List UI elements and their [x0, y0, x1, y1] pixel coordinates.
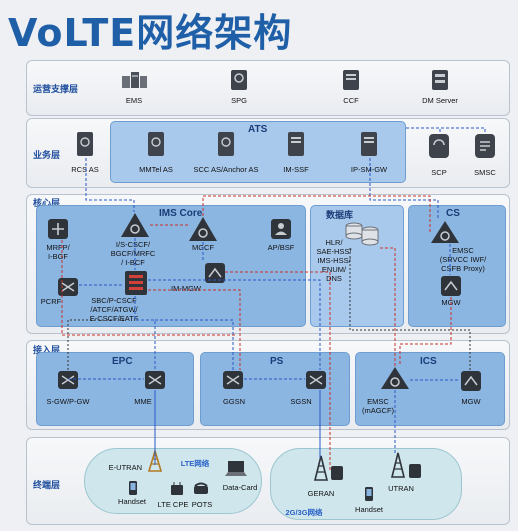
sbc-icon — [125, 271, 147, 295]
ip-sm-gw-label: IP-SM-GW — [350, 165, 388, 174]
mmtel-as-label: MMTel AS — [139, 165, 173, 174]
sgw-label: S-GW/P-GW — [46, 397, 90, 406]
im-ssf-label: IM-SSF — [283, 165, 309, 174]
page-title: VoLTE网络架构 — [8, 11, 293, 55]
ems-server-icon — [122, 72, 147, 88]
cscf-router-icon — [121, 213, 149, 237]
ps-box — [200, 352, 350, 426]
2g3g-net-label: 2G/3G网络 — [285, 508, 323, 517]
pots-label: POTS — [191, 500, 213, 509]
sgsn-label: SGSN — [290, 397, 312, 406]
cs-title: CS — [446, 208, 460, 219]
2g3g-network-cloud — [270, 448, 462, 520]
sgsn-icon — [306, 371, 326, 389]
scc-as-icon — [218, 132, 234, 156]
ops-node-spg: SPG — [231, 96, 247, 105]
database-title: 数据库 — [326, 210, 354, 220]
ops-node-ccf: CCF — [343, 96, 359, 105]
service-layer-label: 业务层 — [33, 151, 61, 161]
mrfp-icon — [48, 219, 68, 239]
smsc-icon — [475, 134, 495, 158]
database-cylinders-icon — [345, 222, 379, 246]
rcs-as-icon — [77, 132, 93, 156]
lte-net-label: LTE网络 — [180, 459, 210, 468]
mme-icon — [145, 371, 165, 389]
ats-title: ATS — [248, 124, 268, 135]
mgcf-icon — [189, 217, 217, 241]
ap-bsf-user-icon — [271, 219, 291, 239]
cs-emsc-icon — [431, 221, 459, 243]
rcs-as-label: RCS AS — [71, 165, 99, 174]
cs-mgw-icon — [441, 276, 461, 296]
ics-emsc-label: EMSC (mAGCF) — [361, 397, 395, 415]
handset-2g3g-label: Handset — [355, 505, 383, 514]
sbc-label: SBC/P-CSCF /ATCF/ATGW/ E-CSCF/EATF — [89, 296, 139, 323]
terminal-layer-label: 终端层 — [33, 481, 61, 491]
im-mgw-label: IM-MGW — [171, 284, 201, 293]
geran-tower-icon — [313, 455, 329, 481]
ggsn-label: GGSN — [222, 397, 246, 406]
handset-2g3g-icon — [365, 487, 373, 501]
cs-emsc-label: EMSC (SRVCC IWF/ CSFB Proxy) — [439, 246, 487, 273]
spg-server-icon — [231, 70, 247, 90]
handset-lte-icon — [129, 481, 137, 495]
lte-network-cloud — [84, 448, 262, 514]
ops-layer — [26, 60, 510, 116]
datacard-laptop-icon — [225, 461, 247, 476]
ics-mgw-label: MGW — [461, 397, 481, 406]
geran-label: GERAN — [307, 489, 335, 498]
ggsn-icon — [223, 371, 243, 389]
cs-box — [408, 205, 506, 327]
cscf-label: I/S-CSCF/ BGCF/MRFC / I-BCF — [110, 240, 156, 267]
ics-mgw-icon — [461, 371, 481, 391]
handset-lte-label: Handset — [118, 497, 146, 506]
mrfp-label: MRFP/ I-BGF — [46, 243, 70, 261]
access-layer-label: 接入层 — [33, 346, 61, 356]
core-layer-label: 核心层 — [33, 199, 61, 209]
eutran-label: E-UTRAN — [108, 463, 142, 472]
im-mgw-icon — [205, 263, 225, 283]
lte-cpe-label: LTE CPE — [157, 500, 189, 509]
smsc-label: SMSC — [474, 168, 496, 177]
dm-server-icon — [432, 70, 448, 90]
utran-label: UTRAN — [388, 484, 414, 493]
scc-as-label: SCC AS/Anchor AS — [193, 165, 259, 174]
pcrf-icon — [58, 278, 78, 296]
mme-label: MME — [134, 397, 152, 406]
epc-title: EPC — [112, 356, 133, 367]
mmtel-as-icon — [148, 132, 164, 156]
ims-core-title: IMS Core — [159, 208, 203, 219]
utran-tower-icon — [390, 452, 406, 478]
ip-sm-gw-icon — [361, 132, 377, 156]
sgw-icon — [58, 371, 78, 389]
ops-node-dm-server: DM Server — [422, 96, 458, 105]
utran-device-icon — [409, 464, 421, 478]
ops-layer-label: 运营支撑层 — [33, 85, 79, 95]
scp-icon — [429, 134, 449, 158]
pots-phone-icon — [194, 482, 208, 494]
ics-title: ICS — [420, 356, 437, 367]
lte-cpe-icon — [171, 482, 183, 495]
ops-node-ems: EMS — [125, 96, 143, 105]
scp-label: SCP — [431, 168, 447, 177]
datacard-label: Data-Card — [222, 483, 258, 492]
pcrf-label: PCRF — [40, 297, 62, 306]
ap-bsf-label: AP/BSF — [267, 243, 295, 252]
geran-device-icon — [331, 466, 343, 480]
hlr-label: HLR/ SAE-HSS/ IMS-HSS/ ENUM/ DNS — [316, 238, 352, 283]
ps-title: PS — [270, 356, 284, 367]
im-ssf-icon — [288, 132, 304, 156]
ccf-server-icon — [343, 70, 359, 90]
ics-emsc-icon — [381, 367, 409, 389]
